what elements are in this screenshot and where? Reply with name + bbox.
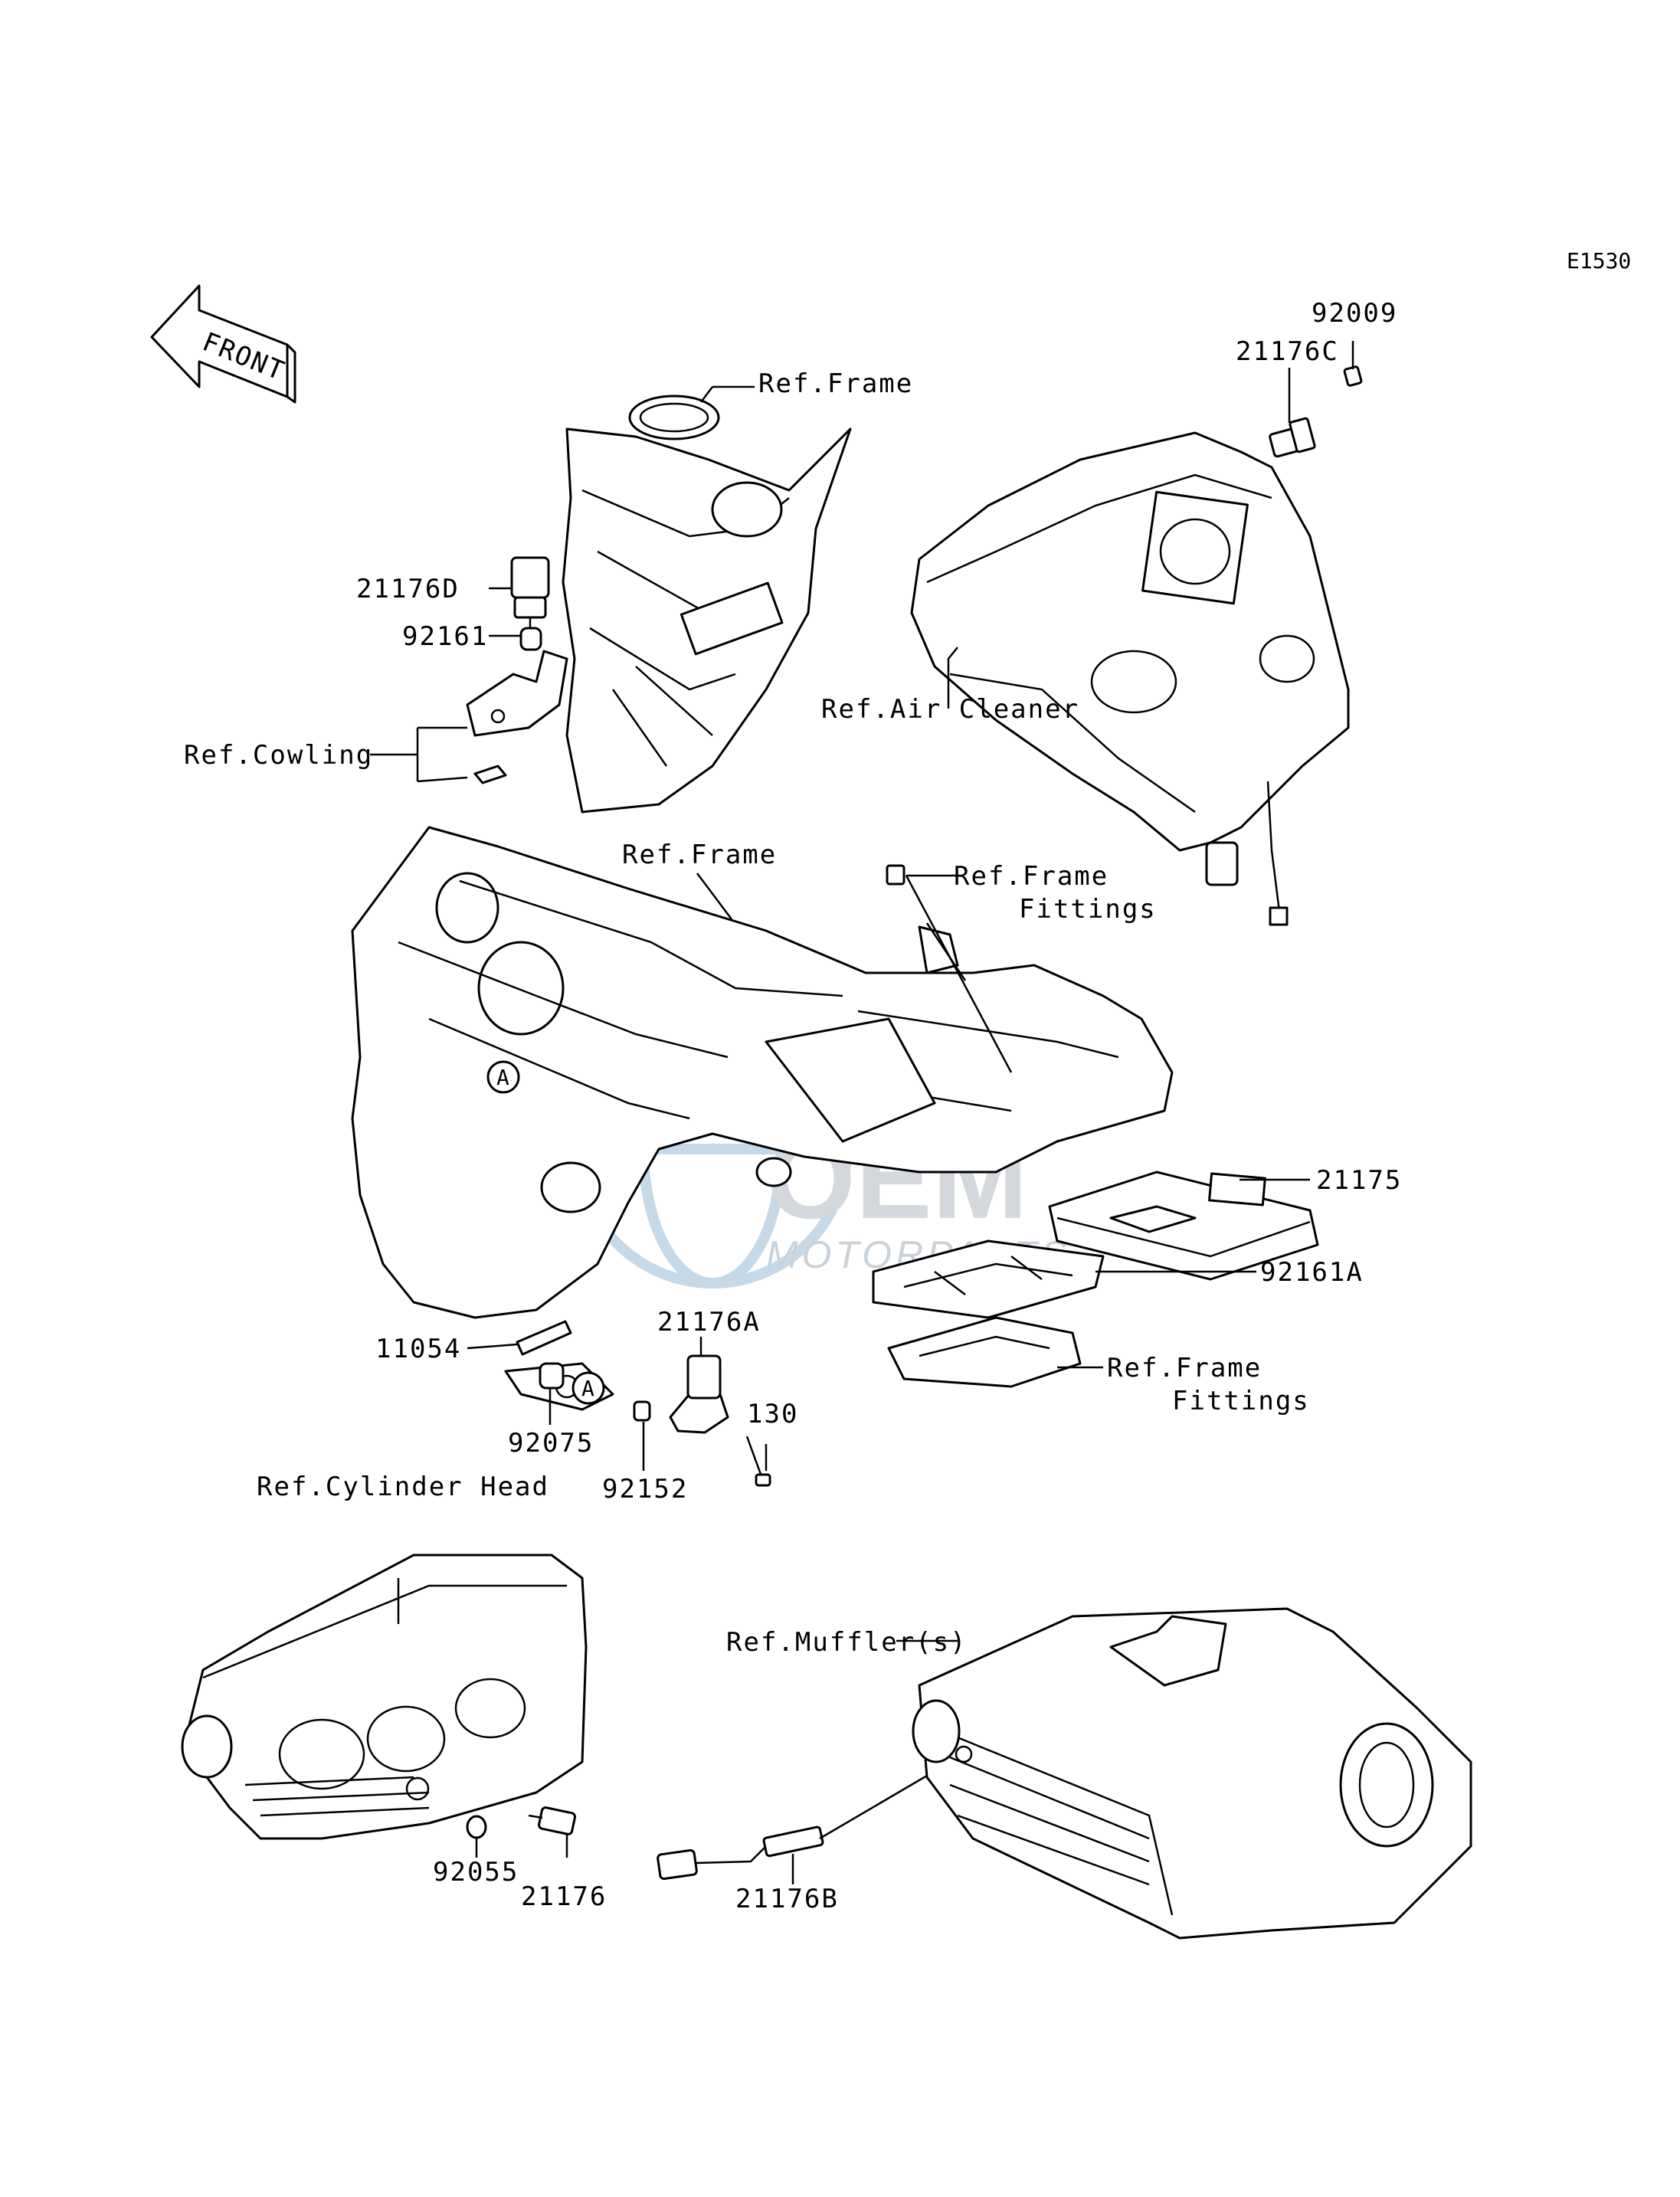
- label-92152: 92152: [602, 1474, 688, 1505]
- label-ref-frame-fittings-top-1: Ref.Frame: [954, 861, 1109, 892]
- main-frame: [351, 826, 1174, 1411]
- sensor-21176A: [669, 1354, 729, 1434]
- label-21175: 21175: [1316, 1165, 1402, 1196]
- cowling-bracket: [466, 650, 568, 784]
- muffler: [912, 1607, 1472, 1940]
- ecu-21175: [1048, 1171, 1319, 1281]
- washer-92055: [466, 1815, 487, 1839]
- diagram-code: E1530: [1567, 248, 1631, 273]
- label-92055: 92055: [433, 1857, 519, 1888]
- label-11054: 11054: [375, 1334, 461, 1364]
- label-ref-cowling: Ref.Cowling: [184, 740, 373, 771]
- label-ref-frame-fittings-bot-2: Fittings: [1172, 1386, 1310, 1416]
- bracket-92161A: [872, 1239, 1105, 1319]
- svg-text:A: A: [496, 1065, 509, 1090]
- label-21176: 21176: [521, 1881, 607, 1912]
- label-ref-cylinder-head: Ref.Cylinder Head: [257, 1472, 549, 1502]
- collar-92152: [633, 1400, 651, 1422]
- label-ref-air-cleaner: Ref.Air Cleaner: [821, 694, 1079, 725]
- label-21176B: 21176B: [735, 1884, 839, 1914]
- label-ref-frame-top: Ref.Frame: [758, 368, 913, 399]
- sensor-21176D: [510, 556, 550, 637]
- label-21176C: 21176C: [1236, 336, 1339, 367]
- frame-front-section: [562, 395, 852, 814]
- air-cleaner: [910, 431, 1350, 926]
- label-ref-frame-fittings-top-2: Fittings: [1019, 894, 1157, 925]
- sensor-21176C: [1269, 417, 1316, 458]
- front-arrow-icon: FRONT: [150, 284, 296, 404]
- label-92161: 92161: [402, 621, 488, 652]
- label-21176A: 21176A: [657, 1307, 761, 1338]
- leader-lines: [370, 341, 1354, 1884]
- label-92161A: 92161A: [1260, 1257, 1364, 1288]
- label-21176D: 21176D: [356, 574, 460, 604]
- grommet-92161: [519, 627, 542, 651]
- cylinder-head: [181, 1554, 588, 1840]
- oxygen-sensor-21176B: [657, 1825, 824, 1881]
- bolt-130: [745, 1436, 771, 1487]
- callout-marker-a2: A: [571, 1371, 605, 1405]
- label-130: 130: [747, 1399, 798, 1429]
- svg-text:A: A: [581, 1376, 594, 1401]
- label-92075: 92075: [508, 1428, 594, 1459]
- screw-frame-fitting: [886, 864, 905, 886]
- label-ref-frame-fittings-bot-1: Ref.Frame: [1107, 1353, 1262, 1383]
- label-ref-frame-mid: Ref.Frame: [622, 840, 777, 870]
- label-92009: 92009: [1312, 298, 1397, 329]
- plate-11054: [516, 1320, 572, 1356]
- frame-fittings-bottom: [887, 1316, 1082, 1388]
- label-ref-mufflers: Ref.Muffler(s): [726, 1627, 968, 1658]
- sensor-21176: [528, 1806, 576, 1835]
- screw-92009: [1343, 365, 1363, 387]
- callout-marker-a1: A: [486, 1060, 520, 1094]
- grommet-92075: [539, 1362, 565, 1390]
- part-labels: 92009 21176C Ref.Frame 21176D 92161 Ref.…: [184, 298, 1402, 1914]
